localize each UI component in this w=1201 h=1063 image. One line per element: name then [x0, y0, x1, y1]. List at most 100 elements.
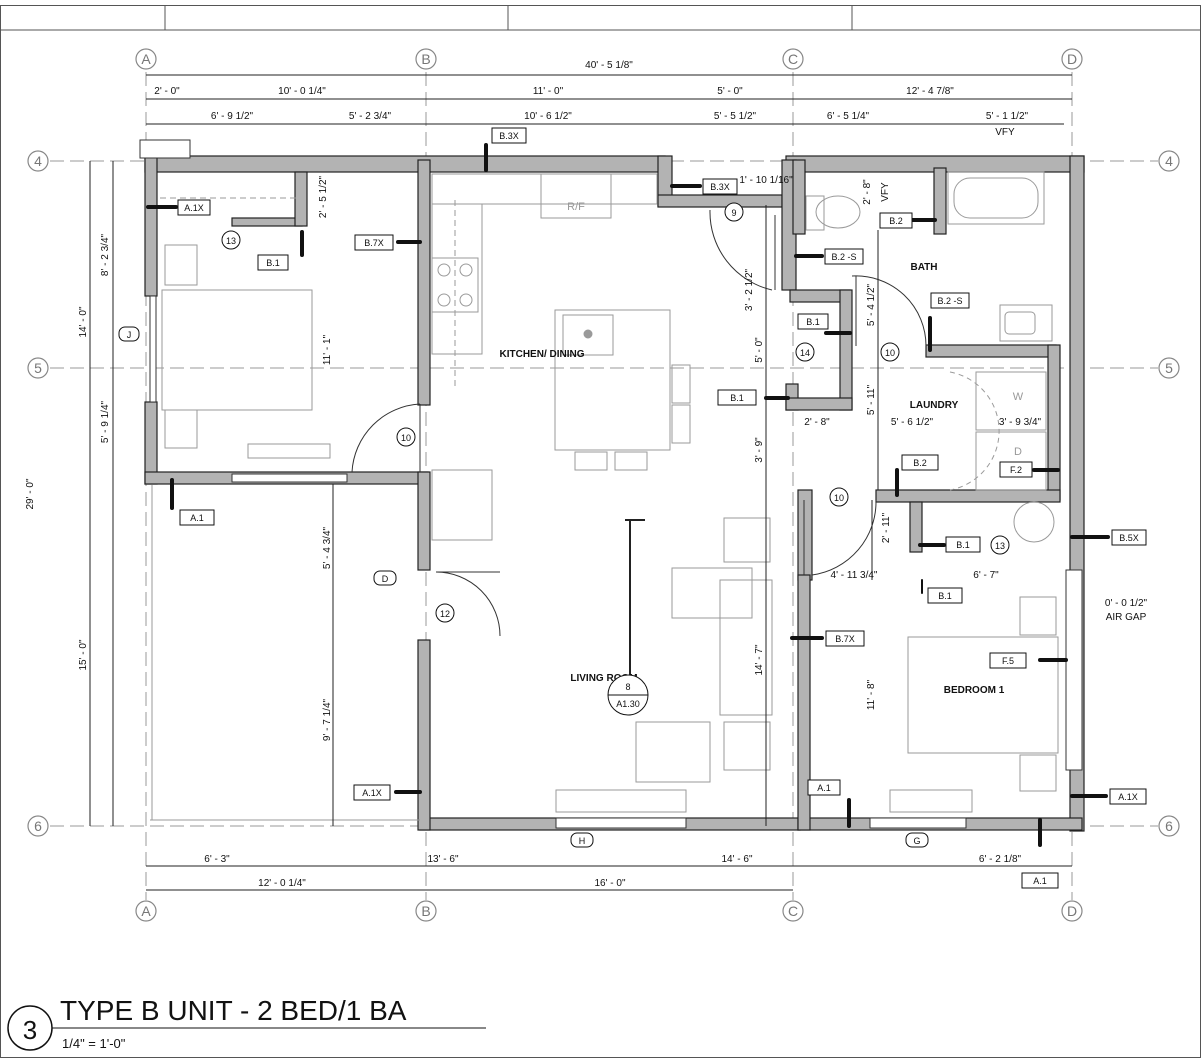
dim-top1: 10' - 0 1/4" [278, 86, 326, 97]
section-callout-sheet: A1.30 [616, 699, 640, 709]
wall-tag-text: B.1 [938, 591, 952, 601]
wall-tag-text: A.1 [817, 783, 831, 793]
wall-closet2-west [909, 501, 923, 553]
wall-tag-box [717, 389, 757, 406]
dim-bottom2: 12' - 0 1/4" [258, 878, 306, 889]
dimension-lines [89, 74, 1072, 891]
grid-bubble-a-bottom [135, 900, 157, 922]
wall-closet-south [231, 217, 303, 227]
grid-bubble-b-bottom [415, 900, 437, 922]
dim-living-depth: 14' - 7" [754, 644, 765, 675]
dim-top1: 12' - 4 7/8" [906, 86, 954, 97]
grid-bubble-labels: A B C D A B C D 4 5 6 4 5 6 [34, 51, 1173, 919]
dim-bed1-entry: 4' - 11 3/4" [831, 570, 878, 581]
door-tag-text: 9 [731, 208, 736, 218]
dim-air-gap-label: AIR GAP [1106, 612, 1147, 623]
grid-label: 6 [1165, 818, 1173, 834]
wall-living-west-lower [417, 639, 431, 831]
wall-tag-box [1111, 529, 1147, 546]
wall-tag-text: B.1 [266, 258, 280, 268]
dim-overall-top: 40' - 5 1/8" [585, 60, 633, 71]
wall-tag-text: B.1 [806, 317, 820, 327]
wall-tag-box [901, 454, 939, 471]
dim-bottom1: 13' - 6" [427, 854, 458, 865]
elevation-tag-text: J [127, 330, 132, 340]
dim-vfy-bath: VFY [880, 182, 891, 202]
dim-linen-top: 1' - 10 1/16" [739, 175, 793, 186]
wall-tag-text: A.1 [190, 513, 204, 523]
door-tag-labels: 13 9 14 10 10 10 13 12 [226, 208, 1005, 619]
section-callout: 8 A1.30 [607, 674, 649, 716]
dim-top2: 5' - 5 1/2" [714, 111, 757, 122]
title-scale: 1/4" = 1'-0" [62, 1036, 126, 1051]
dim-bath-entry: 3' - 2 1/2" [744, 268, 755, 311]
elevation-tag [570, 832, 594, 848]
grid-bubble-6-left [27, 815, 49, 837]
elevation-tag [118, 326, 140, 342]
door-tag-text: 10 [834, 493, 844, 503]
grid-label: B [421, 51, 430, 67]
wall-west-top [144, 155, 158, 297]
room-label-kitchen: KITCHEN/ DINING [500, 349, 585, 360]
title-number: 3 [23, 1015, 37, 1045]
door-tag-text: 13 [995, 541, 1005, 551]
wall-bath-stub [933, 167, 947, 235]
room-label-living: LIVING ROOM [570, 673, 637, 684]
wall-linen-south [785, 397, 853, 411]
wall-tag-box [927, 587, 963, 604]
dim-left-inner: 8' - 2 3/4" [100, 233, 111, 276]
grid-label: C [788, 51, 798, 67]
wall-tag-text: B.2 [913, 458, 927, 468]
fixture-label-d: D [1014, 446, 1022, 458]
dim-top1: 5' - 0" [717, 86, 743, 97]
dimension-text: 40' - 5 1/8" 2' - 0" 10' - 0 1/4" 11' - … [25, 60, 1148, 889]
grid-bubble-d-bottom [1061, 900, 1083, 922]
dim-top2: 5' - 2 3/4" [349, 111, 392, 122]
room-label-bedroom1: BEDROOM 1 [944, 685, 1005, 696]
door-tag [221, 230, 241, 250]
door-tag [396, 427, 416, 447]
wall-tag-text: B.2 -S [937, 296, 962, 306]
wall-tag-box [1021, 872, 1059, 889]
dim-laundry-width: 5' - 6 1/2" [891, 417, 934, 428]
grid-bubble-c-bottom [782, 900, 804, 922]
door-tag-text: 10 [401, 433, 411, 443]
wall-tag-box [177, 199, 211, 216]
dim-top2: 5' - 1 1/2" [986, 111, 1029, 122]
dim-bedroom2-depth: 11' - 1" [322, 334, 333, 365]
fixture-label-w: W [1013, 391, 1024, 403]
wall-tag-text: B.5X [1119, 533, 1139, 543]
grid-bubble-b-top [415, 48, 437, 70]
door-tag [795, 342, 815, 362]
elevation-tag-pills [118, 326, 929, 848]
grid-lines [50, 72, 1158, 900]
grid-bubble-5-left [27, 357, 49, 379]
grid-bubble-5-right [1158, 357, 1180, 379]
dim-bottom1: 6' - 3" [204, 854, 230, 865]
wall-laundry-east [1047, 344, 1061, 501]
wall-tag-text: B.1 [730, 393, 744, 403]
door-tag-text: 14 [800, 348, 810, 358]
wall-tag-box [702, 178, 738, 195]
wall-bed1-north [797, 489, 813, 581]
wall-bed2-east [417, 159, 431, 406]
wall-tag-box [879, 212, 913, 229]
windows [139, 139, 1083, 829]
wall-living-west [417, 471, 431, 571]
grid-bubble-6-right [1158, 815, 1180, 837]
wall-tag-text: B.3X [499, 131, 519, 141]
dim-left-outer: 14' - 0" [78, 306, 89, 337]
dim-top1: 2' - 0" [154, 86, 180, 97]
wall-tag-box [491, 127, 527, 144]
dim-toilet: 2' - 8" [862, 179, 873, 205]
door-tag-text: 10 [885, 348, 895, 358]
wall-tag-text: B.1 [956, 540, 970, 550]
dim-core-lower: 3' - 9" [754, 437, 765, 463]
grid-label: 6 [34, 818, 42, 834]
elevation-tag [373, 570, 397, 586]
grid-label: 4 [1165, 153, 1173, 169]
grid-label: B [421, 903, 430, 919]
wall-linen-east [839, 289, 853, 411]
door-tag-text: 13 [226, 236, 236, 246]
